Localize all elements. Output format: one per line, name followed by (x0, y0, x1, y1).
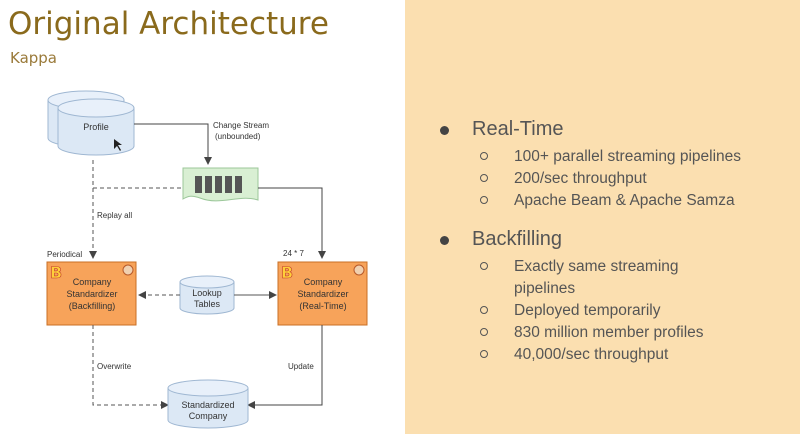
profile-database: Profile (47, 90, 135, 156)
backfilling-processor: B Company Standardizer (Backfilling) (46, 261, 137, 326)
sub-bullet-text: 200/sec throughput (514, 170, 647, 187)
samza-logo-icon (122, 264, 134, 276)
standardized-line-2: Company (189, 411, 228, 421)
profile-label: Profile (83, 122, 109, 132)
lookup-tables-database: Lookup Tables (179, 275, 235, 315)
sub-bullet-ring-icon (480, 306, 488, 314)
periodical-label: Periodical (47, 250, 82, 259)
queue-to-realtime-arrow (258, 187, 326, 259)
bullet-dot-icon (440, 126, 449, 135)
architecture-diagram: Profile Change Stream (unbounded) Replay… (46, 90, 368, 429)
backfill-line-1: Company (73, 277, 112, 287)
standardized-line-1: Standardized (181, 400, 234, 410)
sub-bullet-ring-icon (480, 350, 488, 358)
lookup-line-1: Lookup (192, 288, 222, 298)
sub-bullet-ring-icon (480, 174, 488, 182)
sub-bullet-text: pipelines (514, 280, 576, 297)
sub-bullet: 200/sec throughput (440, 168, 741, 190)
sub-bullet: 40,000/sec throughput (440, 344, 741, 366)
bullet-list: Real-Time 100+ parallel streaming pipeli… (440, 116, 741, 366)
beam-logo-icon: B (50, 263, 62, 282)
sub-bullet-text: Deployed temporarily (514, 302, 661, 319)
samza-logo-icon (353, 264, 365, 276)
standardized-company-database: Standardized Company (167, 379, 249, 429)
sub-bullet: Exactly same streaming (440, 256, 741, 278)
sub-bullet-text: Apache Beam & Apache Samza (514, 192, 735, 209)
beam-logo-icon: B (281, 263, 293, 282)
slide-title: Original Architecture (8, 6, 329, 42)
change-stream-sublabel: (unbounded) (215, 132, 261, 141)
overwrite-arrow (92, 325, 169, 409)
update-arrow (247, 325, 323, 409)
realtime-processor: B Company Standardizer (Real-Time) (277, 261, 368, 326)
sub-bullet: Apache Beam & Apache Samza (440, 190, 741, 212)
mouse-cursor-icon (114, 139, 122, 151)
bullet-panel (405, 0, 800, 434)
bullet-realtime: Real-Time (440, 116, 741, 142)
change-stream-label: Change Stream (213, 121, 269, 130)
sub-bullet: Deployed temporarily (440, 300, 741, 322)
diagram-panel (0, 0, 405, 434)
sub-bullet-continuation: pipelines (440, 278, 741, 300)
bullet-realtime-label: Real-Time (472, 118, 564, 140)
sub-bullet-ring-icon (480, 262, 488, 270)
sub-bullet-ring-icon (480, 328, 488, 336)
update-label: Update (288, 362, 314, 371)
sub-bullet-ring-icon (480, 152, 488, 160)
realtime-line-3: (Real-Time) (299, 301, 346, 311)
sub-bullet: 830 million member profiles (440, 322, 741, 344)
backfill-line-3: (Backfilling) (69, 301, 116, 311)
change-stream-arrow (134, 123, 212, 165)
lookup-line-2: Tables (194, 299, 221, 309)
bullet-backfilling: Backfilling (440, 226, 741, 252)
realtime-line-2: Standardizer (297, 289, 348, 299)
slide-subtitle: Kappa (10, 49, 57, 67)
stream-queue (182, 167, 259, 202)
sub-bullet-text: 40,000/sec throughput (514, 346, 669, 363)
bullet-backfilling-label: Backfilling (472, 228, 563, 250)
sub-bullet: 100+ parallel streaming pipelines (440, 146, 741, 168)
bullet-dot-icon (440, 236, 449, 245)
realtime-line-1: Company (304, 277, 343, 287)
sub-bullet-ring-icon (480, 196, 488, 204)
backfill-line-2: Standardizer (66, 289, 117, 299)
sub-bullet-text: 100+ parallel streaming pipelines (514, 148, 742, 165)
realtime-schedule-label: 24 * 7 (283, 249, 304, 258)
sub-bullet-text: 830 million member profiles (514, 324, 704, 341)
replay-all-label: Replay all (97, 211, 132, 220)
sub-bullet-text: Exactly same streaming (514, 258, 679, 275)
overwrite-label: Overwrite (97, 362, 132, 371)
